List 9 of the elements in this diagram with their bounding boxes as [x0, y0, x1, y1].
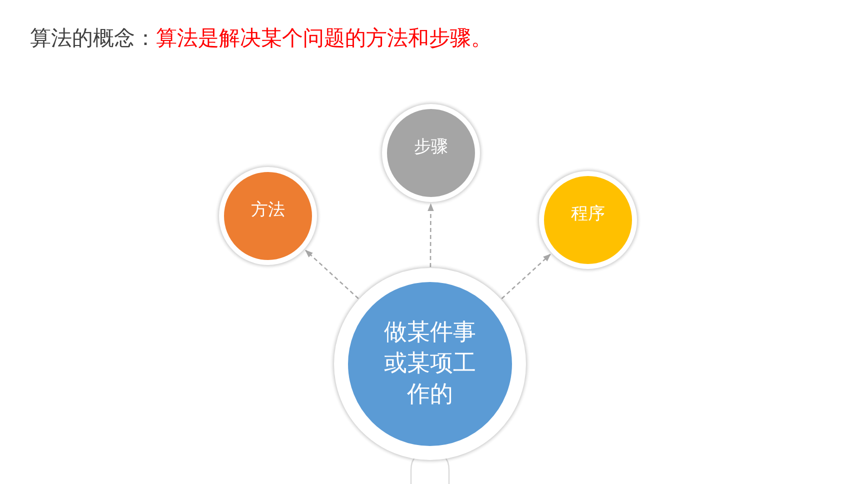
arrow [305, 250, 359, 300]
node-label: 程序 [570, 203, 606, 225]
definition-text: 算法是解决某个问题的方法和步骤。 [156, 25, 492, 52]
arrow [428, 203, 434, 267]
node-label: 做某件事或某项工作的 [383, 318, 477, 410]
arrow [501, 254, 551, 300]
node-label: 方法 [250, 199, 286, 221]
node-label: 步骤 [413, 136, 449, 158]
title: 算法的概念： [30, 25, 156, 52]
